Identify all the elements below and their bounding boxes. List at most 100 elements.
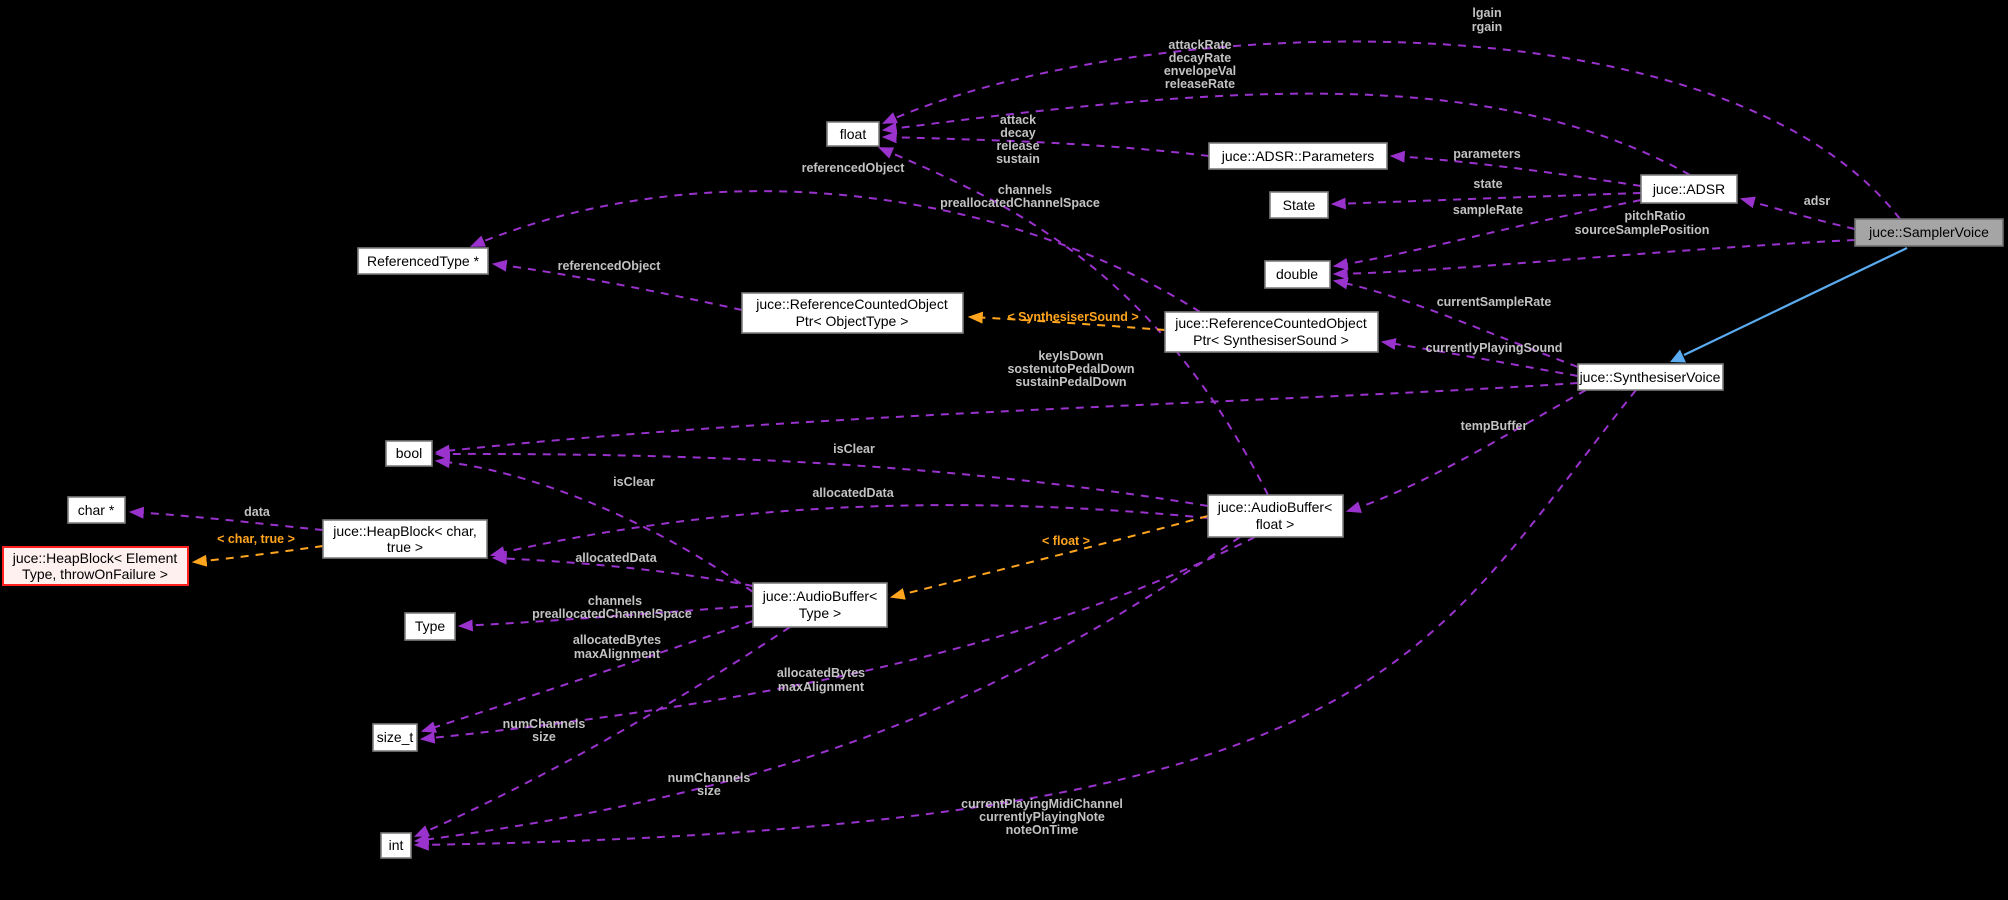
edge-label-preallocated-type: preallocatedChannelSpace — [532, 607, 692, 621]
node-audiobuffer-float-line2: float > — [1256, 516, 1295, 532]
edge-adsr-double-samplerate — [1332, 199, 1642, 270]
node-synthesiservoice[interactable]: juce::SynthesiserVoice — [1577, 363, 1724, 391]
edge-label-size-type: size — [532, 730, 556, 744]
edge-label-template-float: < float > — [1042, 534, 1090, 548]
edge-template-char-true — [191, 545, 324, 567]
edge-template-float — [889, 515, 1209, 600]
edge-label-sourcesampleposition: sourceSamplePosition — [1575, 223, 1710, 237]
edge-label-channels-float: channels — [998, 183, 1052, 197]
node-audiobuffer-type[interactable]: juce::AudioBuffer< Type > — [752, 582, 888, 628]
node-refcountedobjectptr-objecttype-line2: Ptr< ObjectType > — [796, 313, 909, 329]
node-state-label: State — [1283, 197, 1316, 213]
node-state[interactable]: State — [1269, 191, 1329, 219]
edge-label-decay: decay — [1000, 126, 1035, 140]
edge-label-state: state — [1473, 177, 1502, 191]
node-refcountedobjectptr-synthesisersound[interactable]: juce::ReferenceCountedObject Ptr< Synthe… — [1164, 311, 1379, 353]
node-sizet[interactable]: size_t — [372, 723, 418, 752]
edge-synthvoice-int-currentplaying — [413, 389, 1637, 851]
edge-label-template-synthesisersound: < SynthesiserSound > — [1007, 310, 1138, 324]
edge-label-currentlyplayingsound: currentlyPlayingSound — [1426, 341, 1563, 355]
edge-label-tempbuffer: tempBuffer — [1461, 419, 1528, 433]
edge-label-rgain: rgain — [1472, 20, 1503, 34]
edge-parameters-float-attack — [881, 131, 1210, 157]
edge-label-sostenutopedaldown: sostenutoPedalDown — [1007, 362, 1134, 376]
edge-synthvoice-audiobufferfloat-tempbuffer — [1345, 389, 1587, 513]
node-heapblock-char-true[interactable]: juce::HeapBlock< char, true > — [322, 519, 488, 559]
node-heapblock-elementtype-line1: juce::HeapBlock< Element — [12, 550, 178, 566]
edge-label-currentlyplayingnote: currentlyPlayingNote — [979, 810, 1105, 824]
edge-label-lgain: lgain — [1472, 6, 1501, 20]
edge-label-sustain: sustain — [996, 152, 1040, 166]
edge-label-maxalignment-float: maxAlignment — [778, 680, 865, 694]
node-heapblock-char-true-line1: juce::HeapBlock< char, — [332, 523, 477, 539]
edge-samplervoice-adsr — [1739, 196, 1856, 230]
edge-audiobuffertype-bool-isclear — [434, 456, 754, 593]
edge-adsr-state — [1330, 192, 1642, 210]
node-audiobuffer-type-line1: juce::AudioBuffer< — [762, 588, 878, 604]
node-adsr-parameters-label: juce::ADSR::Parameters — [1221, 148, 1375, 164]
edge-label-size-float: size — [697, 784, 721, 798]
node-referencedtype-label: ReferencedType * — [367, 253, 480, 269]
node-type[interactable]: Type — [404, 612, 456, 641]
edge-samplervoice-float-lgain — [881, 40, 1901, 220]
edge-label-envelopeval: envelopeVal — [1164, 64, 1236, 78]
nodes: float ReferencedType * juce::ReferenceCo… — [2, 121, 2004, 859]
edge-label-preallocated-float: preallocatedChannelSpace — [940, 196, 1100, 210]
node-heapblock-elementtype[interactable]: juce::HeapBlock< Element Type, throwOnFa… — [2, 546, 189, 586]
node-refcountedobjectptr-objecttype[interactable]: juce::ReferenceCountedObject Ptr< Object… — [741, 292, 964, 334]
edge-label-channels-type: channels — [588, 594, 642, 608]
edge-label-release: release — [996, 139, 1039, 153]
node-charptr[interactable]: char * — [67, 496, 126, 524]
edge-synthvoice-double-currentsamplerate — [1332, 277, 1579, 368]
node-adsr[interactable]: juce::ADSR — [1640, 174, 1738, 204]
edge-audiobuffertype-sizet-allocatedbytes — [420, 620, 754, 733]
edge-synthvoice-ptr-currentlyplayingsound — [1380, 338, 1579, 377]
edge-inherit-samplervoice-synthesiservoice — [1683, 247, 1908, 356]
node-refcountedobjectptr-synthesisersound-line1: juce::ReferenceCountedObject — [1174, 315, 1367, 331]
edge-label-keyisdown: keyIsDown — [1038, 349, 1103, 363]
edge-samplervoice-double-pitchratio — [1332, 239, 1856, 280]
edge-label-decayrate: decayRate — [1169, 51, 1232, 65]
node-float[interactable]: float — [826, 121, 880, 147]
node-adsr-parameters[interactable]: juce::ADSR::Parameters — [1208, 142, 1388, 170]
edge-heapblockchar-charptr-data — [128, 506, 324, 531]
edge-label-maxalignment-type: maxAlignment — [574, 647, 661, 661]
edge-audiobuffertype-int-numchannels — [413, 626, 791, 837]
edge-label-referencedobject-lower: referencedObject — [558, 259, 662, 273]
edge-label-data: data — [244, 505, 271, 519]
edge-label-numchannels-float: numChannels — [668, 771, 751, 785]
edge-label-referencedobject-upper: referencedObject — [802, 161, 906, 175]
inherit-arrowhead-icon — [1670, 349, 1686, 363]
edge-label-isclear-type: isClear — [613, 475, 655, 489]
node-referencedtype[interactable]: ReferencedType * — [357, 247, 489, 275]
edge-label-allocateddata-type: allocatedData — [575, 551, 657, 565]
edge-label-allocatedbytes-float: allocatedBytes — [777, 666, 865, 680]
node-bool[interactable]: bool — [385, 440, 433, 467]
edge-label-template-char-true: < char, true > — [217, 532, 295, 546]
edge-ptrsynthsound-referencedtype — [469, 190, 1201, 313]
node-audiobuffer-float[interactable]: juce::AudioBuffer< float > — [1207, 494, 1344, 538]
edge-audiobufferfloat-bool-isclear — [434, 447, 1209, 507]
node-refcountedobjectptr-objecttype-line1: juce::ReferenceCountedObject — [755, 296, 948, 312]
node-double[interactable]: double — [1264, 260, 1331, 289]
edge-label-isclear-float: isClear — [833, 442, 875, 456]
node-int[interactable]: int — [380, 832, 412, 859]
edge-label-noteontime: noteOnTime — [1006, 823, 1079, 837]
edge-audiobufferfloat-sizet-allocatedbytes — [419, 536, 1256, 744]
node-audiobuffer-float-line1: juce::AudioBuffer< — [1217, 499, 1333, 515]
edge-label-sustainpedaldown: sustainPedalDown — [1015, 375, 1126, 389]
edge-label-attack: attack — [1000, 113, 1036, 127]
node-samplervoice[interactable]: juce::SamplerVoice — [1854, 218, 2004, 247]
edge-adsr-parameters — [1389, 150, 1642, 187]
edge-label-adsr: adsr — [1804, 194, 1831, 208]
edge-label-currentsamplerate: currentSampleRate — [1437, 295, 1552, 309]
node-bool-label: bool — [396, 445, 422, 461]
edge-audiobufferfloat-int-numchannels — [413, 536, 1241, 846]
edge-labels: lgain rgain attackRate decayRate envelop… — [217, 6, 1830, 837]
node-float-label: float — [840, 126, 867, 142]
node-double-label: double — [1276, 266, 1318, 282]
node-adsr-label: juce::ADSR — [1652, 181, 1725, 197]
edge-audiobufferfloat-heapblock-allocateddata — [489, 504, 1209, 558]
